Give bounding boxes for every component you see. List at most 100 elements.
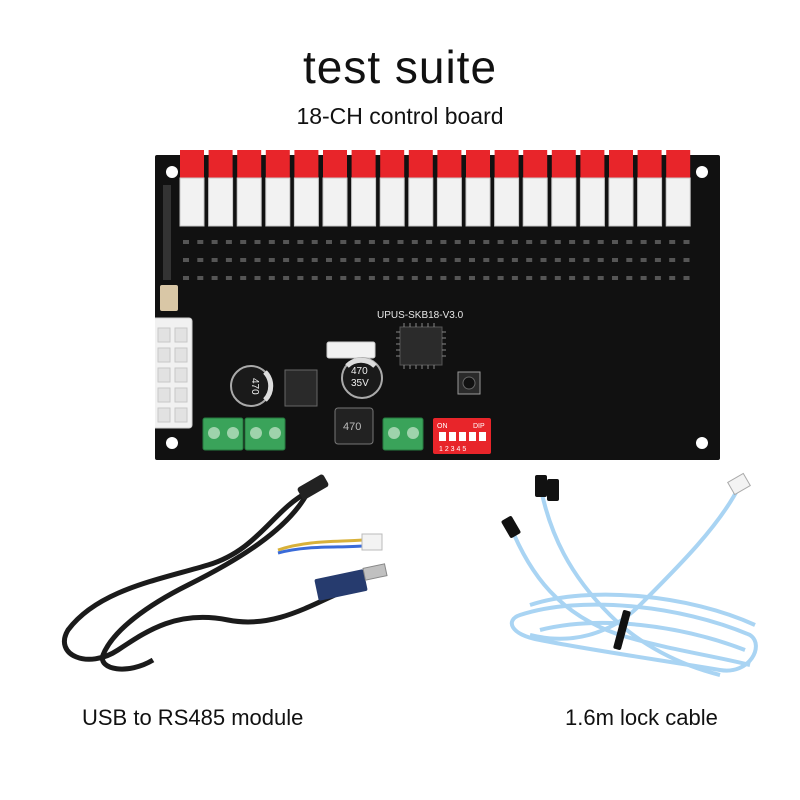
smd-component [254, 276, 261, 280]
white-connector-socket [608, 177, 634, 227]
smd-component [526, 276, 533, 280]
smd-component [283, 240, 290, 244]
page-title: test suite [302, 41, 498, 93]
cable-tie [613, 610, 631, 650]
beige-connector [160, 285, 178, 311]
smd-component [469, 240, 475, 244]
red-connector-plug [609, 150, 633, 178]
svg-text:DIP: DIP [473, 423, 485, 430]
svg-text:470: 470 [351, 366, 368, 377]
smd-component [297, 240, 304, 244]
smd-component [583, 258, 590, 262]
smd-component [225, 276, 232, 280]
side-header [163, 185, 171, 280]
smd-component [283, 276, 290, 280]
terminal-block [382, 417, 424, 451]
smd-component [683, 276, 690, 280]
smd-component [440, 240, 447, 244]
mount-hole [696, 166, 708, 178]
smd-component [254, 258, 261, 262]
smd-component [497, 240, 504, 244]
red-connector-plug [523, 150, 548, 178]
smd-component [340, 258, 347, 262]
white-connector-socket [637, 177, 663, 227]
smd-component [225, 240, 232, 244]
smd-component [211, 258, 218, 262]
lock-plug [501, 516, 521, 538]
smd-component [683, 258, 690, 262]
smd-component [454, 240, 461, 244]
smd-component [197, 258, 204, 262]
smd-component [254, 240, 261, 244]
smd-component [497, 258, 504, 262]
black-cable [61, 489, 359, 662]
white-connector-socket [322, 177, 348, 227]
white-connector-socket [236, 177, 262, 227]
smd-component [197, 240, 204, 244]
smd-component [640, 240, 647, 244]
smd-component [640, 276, 647, 280]
red-connector-plug [666, 150, 691, 178]
smd-component [326, 240, 332, 244]
smd-component [211, 276, 218, 280]
smd-component [540, 276, 547, 280]
smd-component [368, 258, 375, 262]
white-connector-socket [436, 177, 462, 227]
white-connector-socket [494, 177, 520, 227]
smd-component [383, 240, 390, 244]
smd-component [554, 258, 561, 262]
smd-component [612, 276, 618, 280]
terminal-block [202, 417, 244, 451]
smd-component [612, 258, 618, 262]
smd-component [654, 276, 661, 280]
smd-component [454, 258, 461, 262]
white-connector-socket [379, 177, 405, 227]
white-connector-socket [408, 177, 434, 227]
usb-rs485-module-image [58, 470, 398, 690]
voltage-regulator [284, 369, 318, 407]
smd-component [612, 240, 618, 244]
smd-component [583, 240, 590, 244]
usb-module-caption: USB to RS485 module [82, 705, 304, 730]
lock-cable-image [480, 465, 780, 705]
smd-component [454, 276, 461, 280]
red-connector-plug [466, 150, 490, 178]
smd-component [569, 276, 576, 280]
smd-component [240, 276, 247, 280]
smd-component [669, 276, 676, 280]
white-header-connector [361, 533, 383, 551]
white-connector-socket [179, 177, 205, 227]
smd-component [240, 240, 247, 244]
smd-component [440, 276, 447, 280]
white-connector-socket [293, 177, 319, 227]
smd-component [669, 240, 676, 244]
red-connector-plug [180, 150, 204, 178]
smd-component [483, 258, 490, 262]
smd-component [197, 276, 204, 280]
smd-component [397, 258, 404, 262]
smd-component [540, 240, 547, 244]
smd-component [397, 276, 404, 280]
red-connector-plug [637, 150, 662, 178]
smd-component [354, 258, 361, 262]
red-connector-plug [237, 150, 262, 178]
smd-component [597, 240, 604, 244]
smd-component [283, 258, 290, 262]
smd-component [383, 276, 390, 280]
smd-component [626, 240, 633, 244]
inductor-label: 470 [343, 421, 361, 433]
smd-component [526, 240, 533, 244]
smd-component [440, 258, 447, 262]
red-connector-plug [208, 150, 233, 178]
smd-component [540, 258, 547, 262]
white-connector-socket [265, 177, 291, 227]
smd-component [554, 276, 561, 280]
smd-component [497, 276, 504, 280]
smd-component [626, 258, 633, 262]
dip-switch: ON DIP 1 2 3 4 5 [433, 418, 491, 454]
smd-component [426, 240, 433, 244]
red-connector-plug [265, 150, 290, 178]
smd-component [326, 258, 332, 262]
board-model-label: UPUS-SKB18-V3.0 [377, 310, 464, 321]
smd-component [240, 258, 247, 262]
